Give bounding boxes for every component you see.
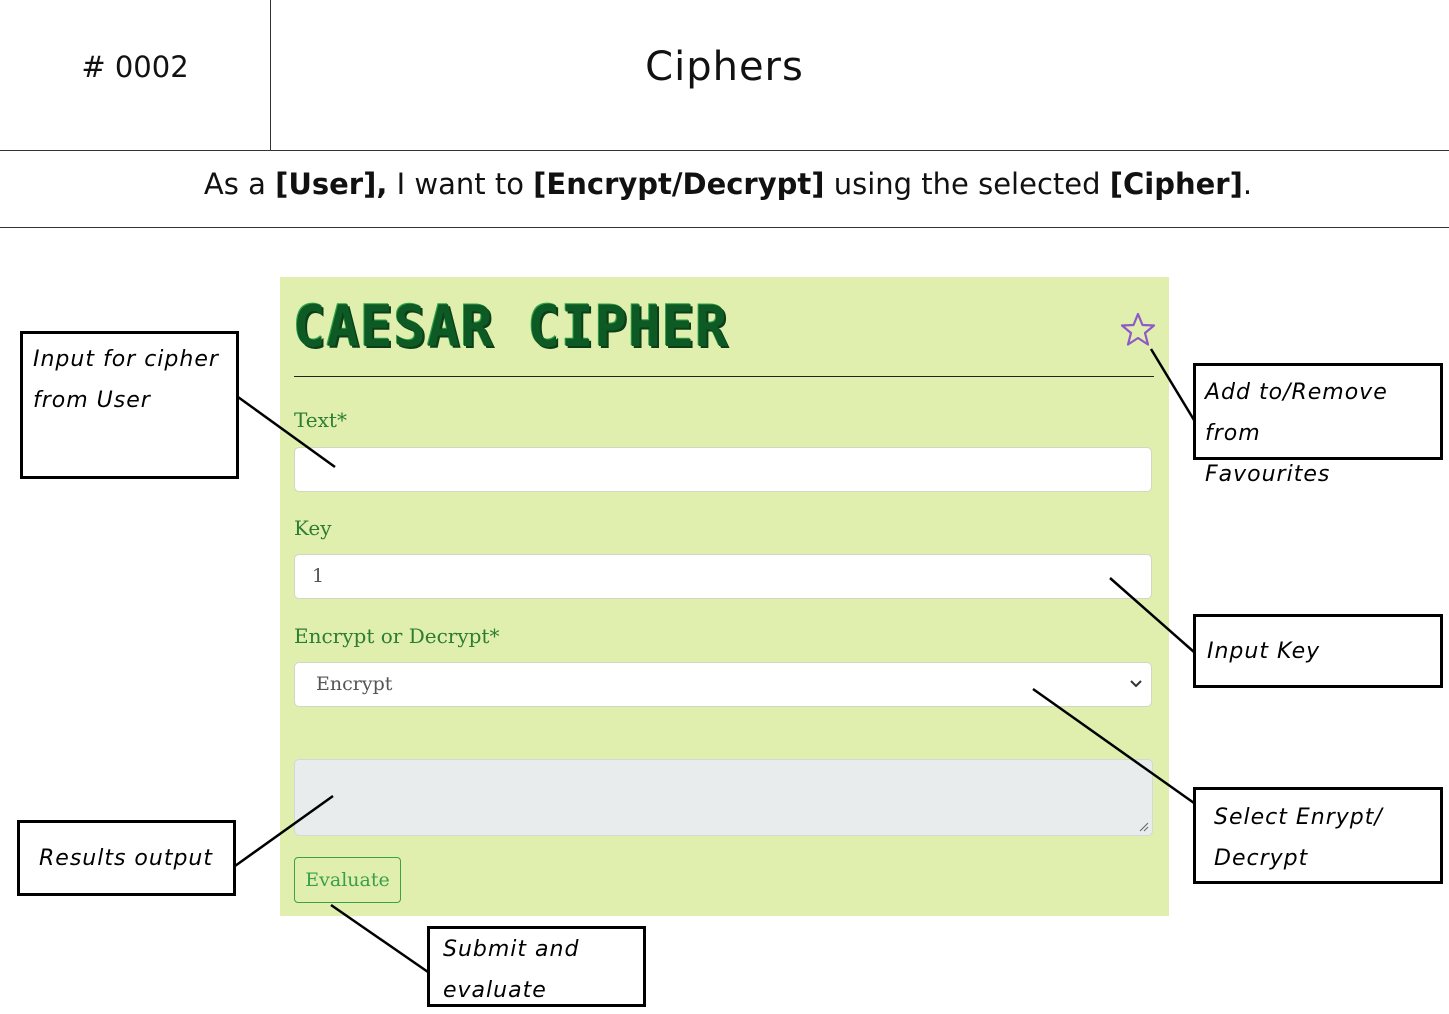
resize-handle-icon[interactable]	[1139, 822, 1149, 832]
key-label: Key	[294, 516, 332, 540]
note-submit: Submit and evaluate	[427, 926, 646, 1007]
story-end: .	[1242, 167, 1253, 201]
note-select-mode: Select Enrypt/ Decrypt	[1193, 787, 1443, 884]
mode-select-value: Encrypt	[316, 673, 393, 695]
key-input[interactable]: 1	[294, 554, 1152, 599]
cipher-panel: CAESAR CIPHER Text* Key 1 Encrypt or Dec…	[280, 277, 1169, 916]
title-divider	[294, 376, 1154, 377]
story-action: [Encrypt/Decrypt]	[533, 167, 825, 201]
result-output[interactable]	[294, 759, 1153, 836]
story-suffix: using the selected	[824, 167, 1110, 201]
text-label: Text*	[294, 408, 347, 432]
note-input-text: Input for cipher from User	[20, 331, 239, 479]
story-bottom-rule	[0, 227, 1449, 228]
evaluate-button[interactable]: Evaluate	[294, 857, 401, 903]
story-mid: I want to	[387, 167, 534, 201]
story-prefix: As a	[203, 167, 276, 201]
mode-select[interactable]: Encrypt	[294, 662, 1152, 707]
star-icon[interactable]	[1120, 312, 1156, 348]
user-story: As a [User], I want to [Encrypt/Decrypt]…	[0, 167, 1449, 201]
page-title: Ciphers	[645, 44, 804, 90]
note-results: Results output	[17, 820, 236, 896]
story-role: [User],	[275, 167, 388, 201]
story-object: [Cipher]	[1109, 167, 1243, 201]
story-id: # 0002	[81, 50, 189, 84]
header-bottom-rule	[0, 150, 1449, 151]
header-divider	[270, 0, 271, 150]
chevron-down-icon	[1130, 680, 1142, 688]
cipher-title: CAESAR CIPHER	[293, 293, 729, 360]
note-favourites: Add to/Remove from Favourites	[1193, 363, 1443, 487]
note-input-key: Input Key	[1193, 614, 1443, 688]
mode-label: Encrypt or Decrypt*	[294, 624, 500, 648]
text-input[interactable]	[294, 447, 1152, 492]
